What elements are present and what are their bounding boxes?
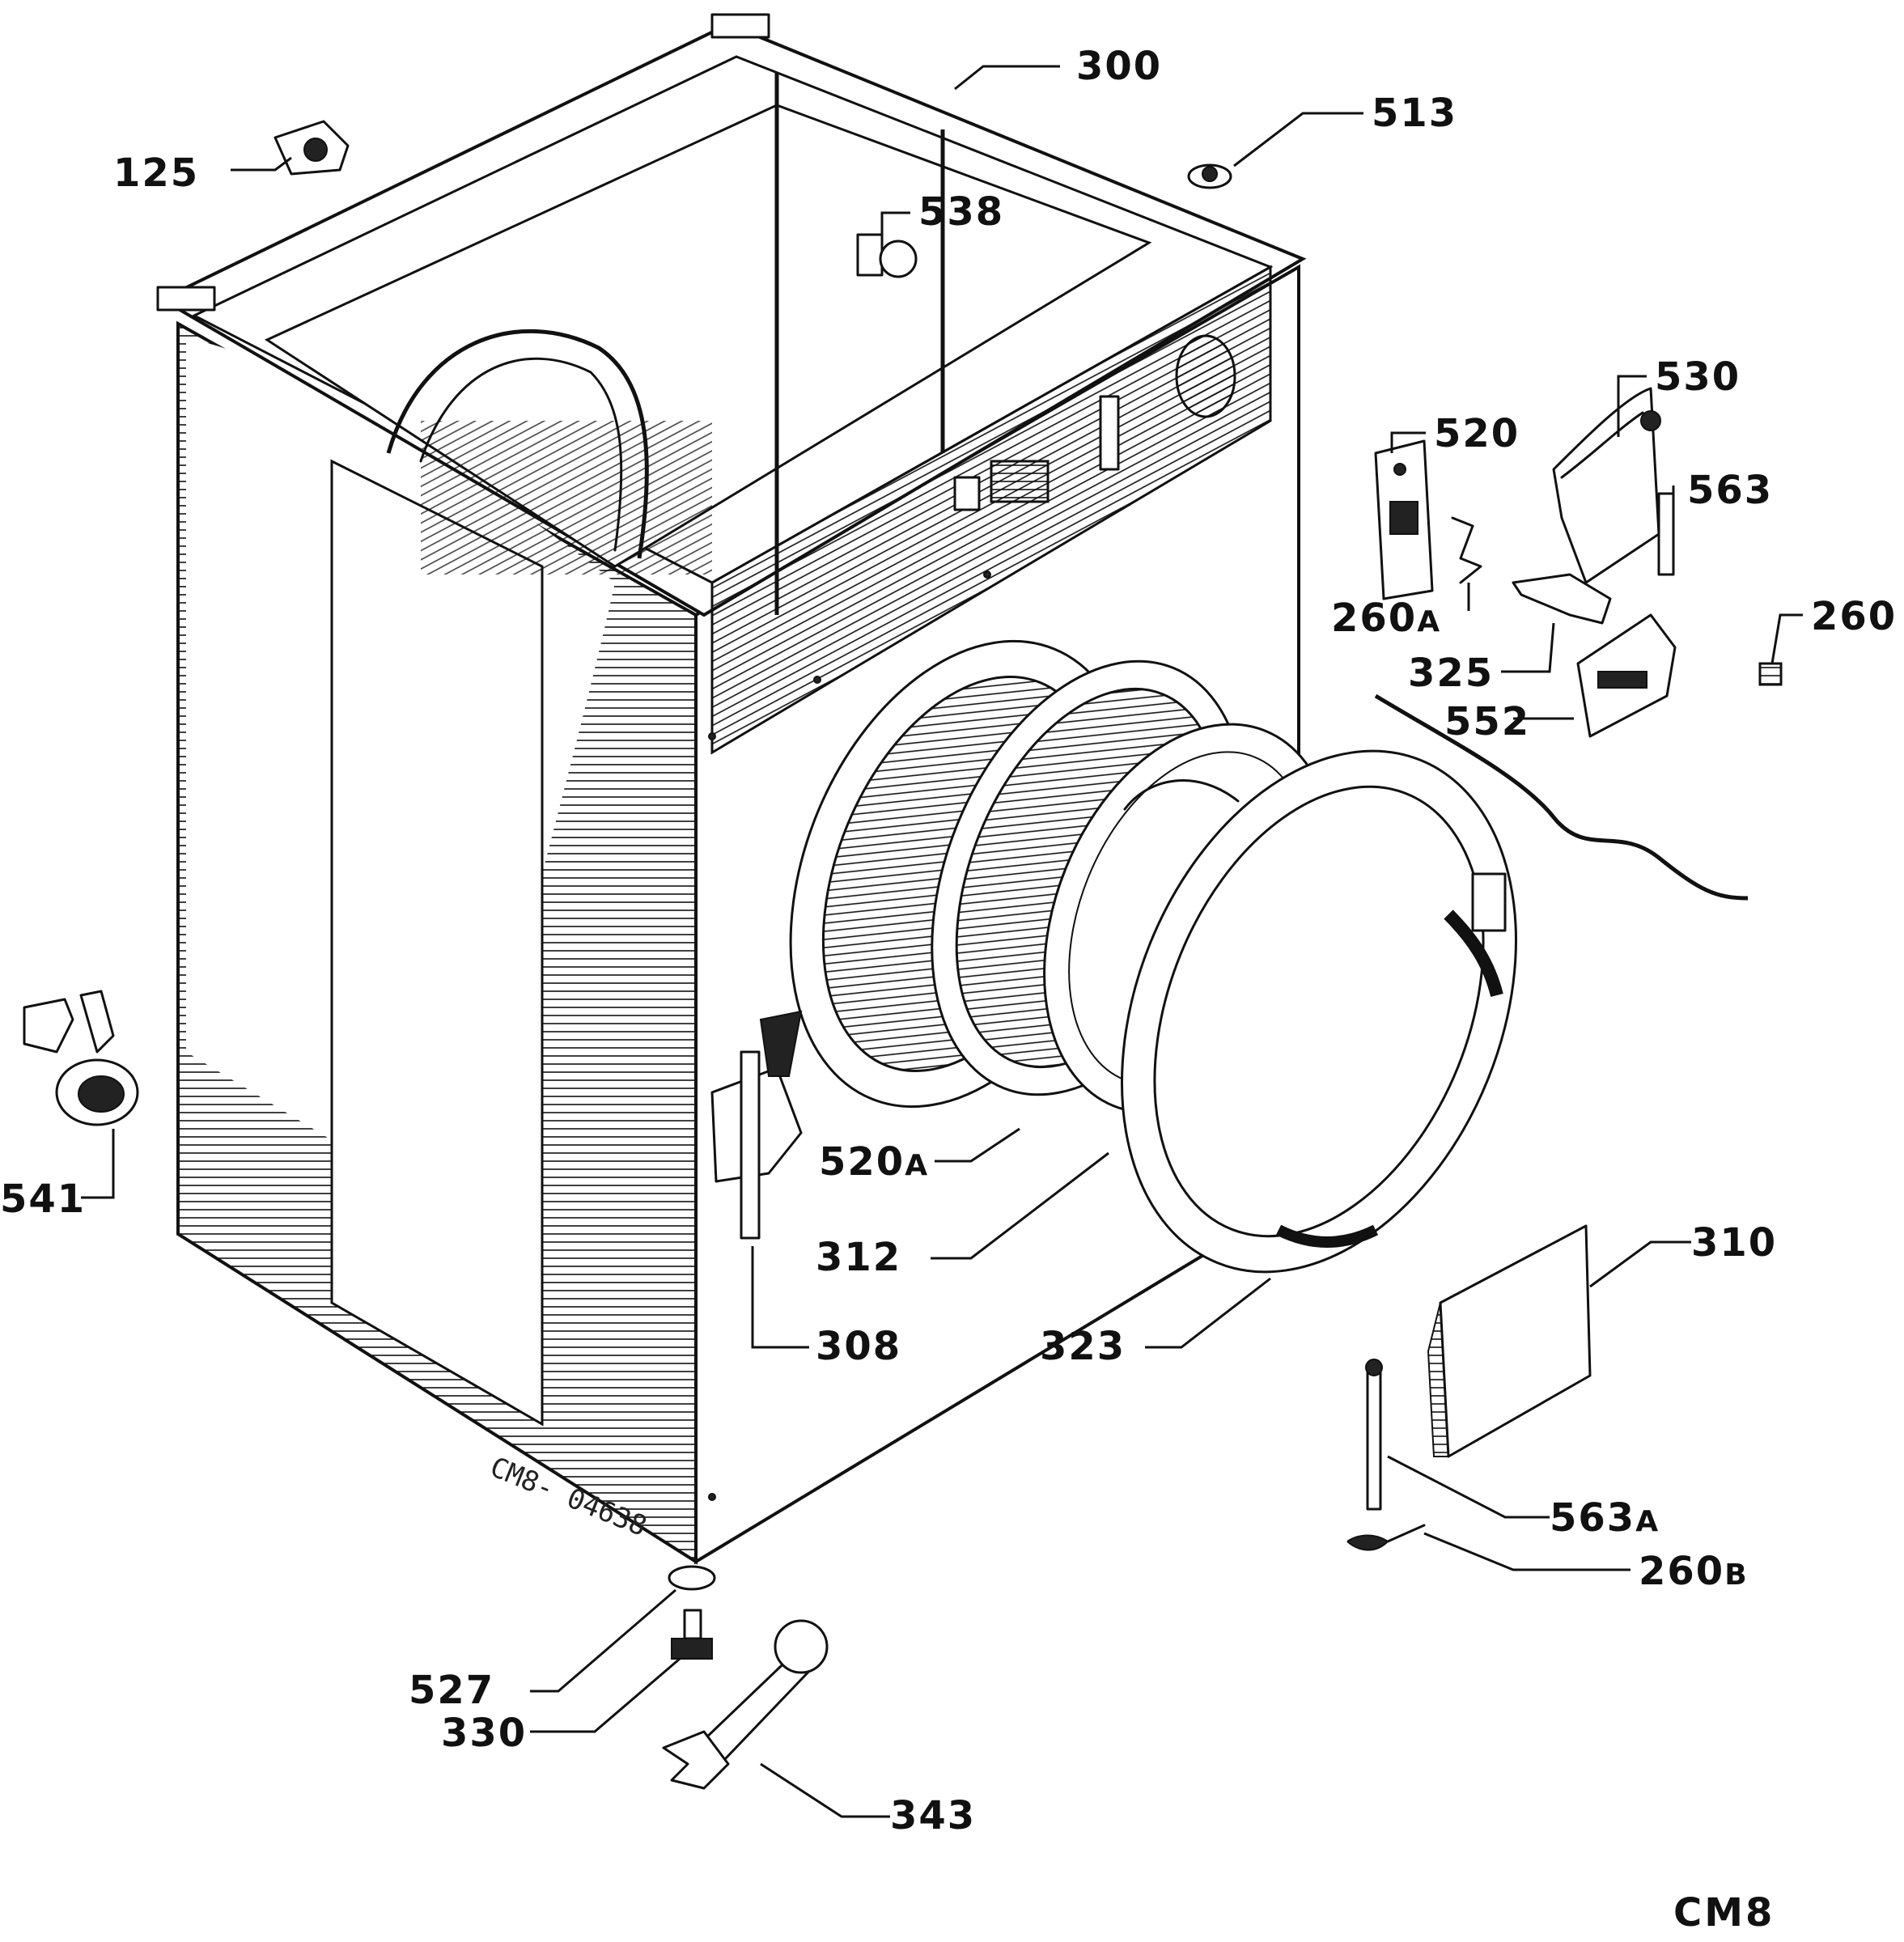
lever-325 [1512, 573, 1612, 625]
label-260a-suffix: A [1417, 605, 1442, 638]
label-520: 520 [1434, 411, 1520, 456]
wrench-343 [662, 1619, 829, 1790]
grouping-brace [1374, 693, 1749, 901]
spring-260 [1758, 662, 1783, 686]
rod-563a [1365, 1359, 1383, 1511]
handle-530 [1552, 387, 1661, 584]
label-563a-suffix: A [1635, 1505, 1660, 1538]
label-530: 530 [1655, 354, 1741, 400]
label-260b: 260B [1639, 1552, 1749, 1591]
label-520a: 520A [819, 1143, 929, 1181]
label-260b-number: 260 [1639, 1549, 1725, 1594]
label-520a-number: 520 [819, 1139, 905, 1185]
label-325: 325 [1408, 651, 1495, 696]
label-260b-suffix: B [1724, 1558, 1749, 1592]
label-310: 310 [1691, 1220, 1778, 1266]
label-513: 513 [1372, 91, 1458, 136]
pin-563 [1657, 492, 1675, 576]
label-552: 552 [1444, 699, 1531, 744]
label-563a: 563A [1550, 1499, 1660, 1537]
door-ring-323 [1121, 749, 1517, 1274]
clip-125 [274, 120, 350, 176]
cap-513 [1187, 163, 1232, 189]
label-541: 541 [0, 1177, 87, 1222]
spring-260b [1346, 1524, 1426, 1551]
spring-260a [1451, 516, 1482, 584]
label-527: 527 [409, 1668, 495, 1713]
label-300: 300 [1076, 44, 1163, 89]
plug-538 [856, 233, 918, 278]
label-260a: 260A [1331, 599, 1441, 638]
label-563: 563 [1687, 468, 1774, 513]
label-563a-number: 563 [1550, 1495, 1636, 1541]
hinge-308 [710, 1010, 803, 1240]
leader-lines [81, 65, 1803, 1818]
label-260a-number: 260 [1331, 596, 1418, 641]
label-323: 323 [1040, 1324, 1126, 1369]
label-125: 125 [113, 151, 200, 196]
label-260: 260 [1811, 594, 1898, 639]
label-520a-suffix: A [905, 1149, 930, 1182]
label-308: 308 [816, 1324, 902, 1369]
foot-330 [671, 1609, 713, 1660]
filter-panel-310 [1427, 1224, 1592, 1458]
lock-plate-520 [1374, 439, 1434, 600]
label-538: 538 [918, 189, 1005, 235]
label-343: 343 [890, 1793, 977, 1838]
label-312: 312 [816, 1235, 902, 1280]
label-330: 330 [441, 1711, 528, 1756]
foot-cap-527 [668, 1565, 716, 1591]
bracket-552 [1576, 613, 1677, 738]
cabinet [156, 13, 1307, 1565]
sheet-code: CM8 [1673, 1890, 1775, 1936]
part-541 [23, 990, 139, 1126]
